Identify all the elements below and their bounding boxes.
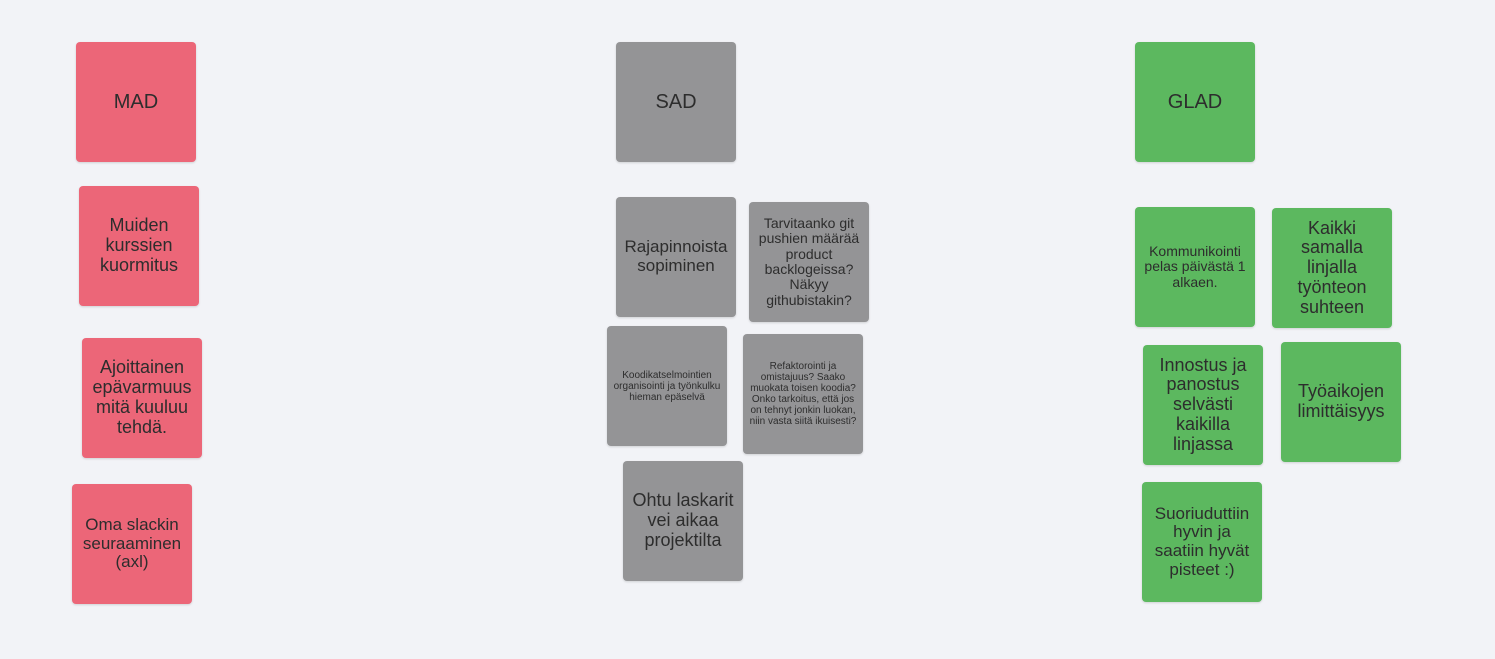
glad-header-note[interactable]: GLAD xyxy=(1135,42,1255,162)
sticky-note[interactable]: Työaikojen limittäisyys xyxy=(1281,342,1401,462)
sticky-note-text: Suoriuduttiin hyvin ja saatiin hyvät pis… xyxy=(1154,503,1250,579)
sticky-note[interactable]: Tarvitaanko git pushien määrää product b… xyxy=(749,202,869,322)
sticky-note-text: Koodikatselmointien organisointi ja työn… xyxy=(613,369,721,403)
sticky-note[interactable]: Innostus ja panostus selvästi kaikilla l… xyxy=(1143,345,1263,465)
sticky-note-text: Muiden kurssien kuormitus xyxy=(99,215,179,275)
sticky-note-text: Rajapinnoista sopiminen xyxy=(624,237,728,275)
sticky-note[interactable]: Ajoittainen epävarmuus mitä kuuluu tehdä… xyxy=(82,338,202,458)
sticky-note[interactable]: Suoriuduttiin hyvin ja saatiin hyvät pis… xyxy=(1142,482,1262,602)
sticky-note[interactable]: Refaktorointi ja omistajuus? Saako muoka… xyxy=(743,334,863,454)
sticky-note-text: Oma slackin seuraaminen (axl) xyxy=(82,514,182,572)
sticky-note-text: Kommunikointi pelas päivästä 1 alkaen. xyxy=(1144,242,1246,290)
sticky-note-text: Ajoittainen epävarmuus mitä kuuluu tehdä… xyxy=(92,357,192,437)
sad-header-note[interactable]: SAD xyxy=(616,42,736,162)
glad-header-label: GLAD xyxy=(1167,91,1223,113)
sad-header-label: SAD xyxy=(655,91,697,113)
sticky-note-text: Työaikojen limittäisyys xyxy=(1297,381,1385,421)
mad-header-label: MAD xyxy=(113,91,159,113)
sticky-note[interactable]: Oma slackin seuraaminen (axl) xyxy=(72,484,192,604)
sticky-note-text: Ohtu laskarit vei aikaa projektilta xyxy=(632,490,734,550)
sticky-note[interactable]: Koodikatselmointien organisointi ja työn… xyxy=(607,326,727,446)
sticky-note-text: Innostus ja panostus selvästi kaikilla l… xyxy=(1159,354,1247,454)
sticky-note[interactable]: Rajapinnoista sopiminen xyxy=(616,197,736,317)
sticky-note-text: Kaikki samalla linjalla työnteon suhteen xyxy=(1297,217,1367,317)
sticky-note-text: Tarvitaanko git pushien määrää product b… xyxy=(758,214,860,308)
sticky-note[interactable]: Muiden kurssien kuormitus xyxy=(79,186,199,306)
mad-header-note[interactable]: MAD xyxy=(76,42,196,162)
sticky-note[interactable]: Kommunikointi pelas päivästä 1 alkaen. xyxy=(1135,207,1255,327)
sticky-note-text: Refaktorointi ja omistajuus? Saako muoka… xyxy=(749,361,857,427)
sticky-note[interactable]: Ohtu laskarit vei aikaa projektilta xyxy=(623,461,743,581)
sticky-note[interactable]: Kaikki samalla linjalla työnteon suhteen xyxy=(1272,208,1392,328)
